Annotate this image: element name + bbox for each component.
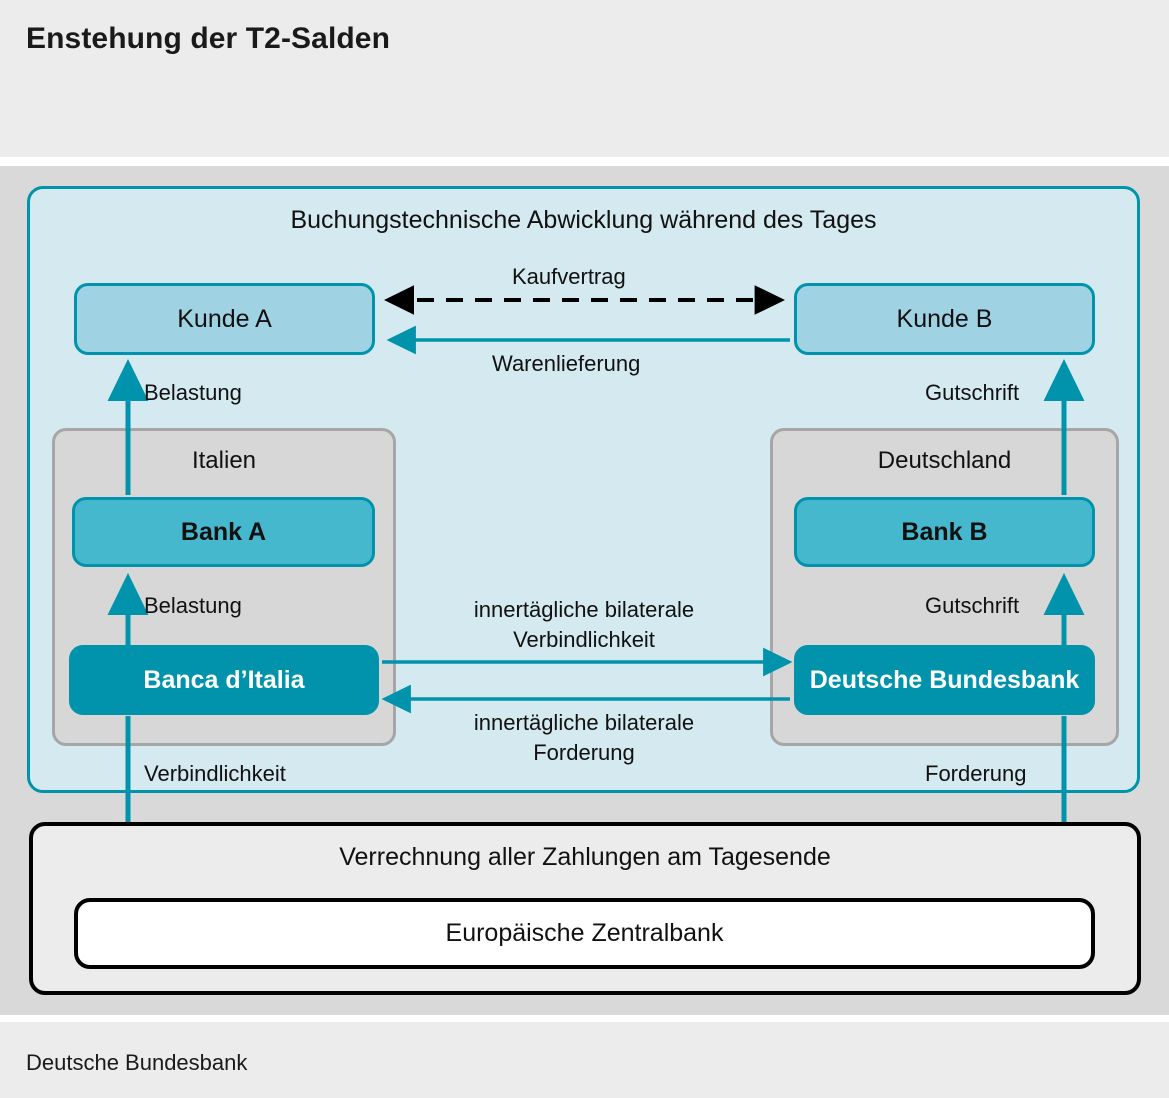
- group-deutschland-title: Deutschland: [877, 447, 1012, 474]
- footer-band: [0, 1022, 1169, 1098]
- header-band: [0, 0, 1169, 157]
- label-verbindlichkeit-ezb: Verbindlichkeit: [144, 761, 286, 786]
- page-title: Enstehung der T2-Salden: [26, 22, 391, 55]
- group-italien-title: Italien: [191, 447, 257, 474]
- intraday-panel-title: Buchungstechnische Abwicklung während de…: [290, 206, 877, 234]
- node-kunde-a[interactable]: Kunde A: [74, 283, 375, 355]
- label-bilaterale-forderung-line2: Forderung: [533, 740, 635, 765]
- node-bank-a[interactable]: Bank A: [72, 497, 375, 567]
- label-belastung-kunde: Belastung: [144, 380, 242, 405]
- node-banca-ditalia[interactable]: Banca d’Italia: [69, 645, 379, 715]
- label-bilaterale-verbindlichkeit: innertägliche bilaterale Verbindlichkeit: [419, 595, 749, 655]
- footer-source: Deutsche Bundesbank: [26, 1050, 248, 1075]
- label-gutschrift-kunde: Gutschrift: [925, 380, 1020, 405]
- label-bilaterale-forderung: innertägliche bilaterale Forderung: [419, 708, 749, 768]
- label-bilaterale-verbindlichkeit-line2: Verbindlichkeit: [513, 627, 655, 652]
- node-europaeische-zentralbank[interactable]: Europäische Zentralbank: [74, 898, 1095, 969]
- label-belastung-bank: Belastung: [144, 593, 242, 618]
- label-warenlieferung: Warenlieferung: [492, 351, 641, 376]
- node-deutsche-bundesbank[interactable]: Deutsche Bundesbank: [794, 645, 1095, 715]
- node-kunde-b[interactable]: Kunde B: [794, 283, 1095, 355]
- label-kaufvertrag: Kaufvertrag: [512, 264, 626, 289]
- label-gutschrift-bank: Gutschrift: [925, 593, 1020, 618]
- label-forderung-ezb: Forderung: [925, 761, 1027, 786]
- label-bilaterale-verbindlichkeit-line1: innertägliche bilaterale: [473, 597, 695, 622]
- label-bilaterale-forderung-line1: innertägliche bilaterale: [473, 710, 695, 735]
- settlement-panel-title: Verrechnung aller Zahlungen am Tagesende: [339, 843, 831, 871]
- node-bank-b[interactable]: Bank B: [794, 497, 1095, 567]
